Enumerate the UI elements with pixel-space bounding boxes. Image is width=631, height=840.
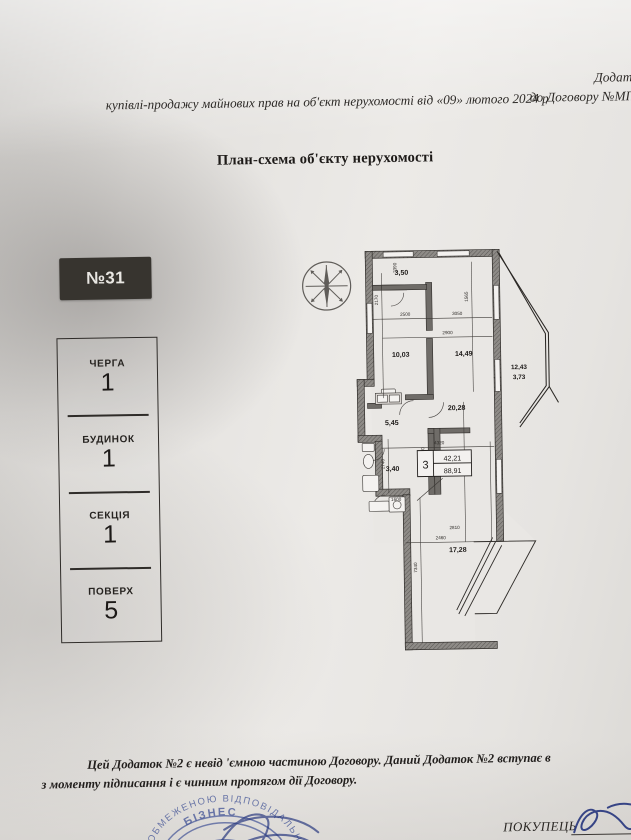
plan-kitchen-units <box>375 392 402 405</box>
room-area-hall-upper: 3,50 <box>395 270 409 277</box>
plan-balcony-outline <box>496 251 559 428</box>
page-title: План-схема об'єкту нерухомості <box>216 149 434 169</box>
apartment-number-badge: №31 <box>59 256 152 301</box>
room-area-living-room: 20,28 <box>448 405 466 412</box>
info-row-cherga: ЧЕРГА 1 <box>57 338 157 416</box>
plan-room-area-labels: 3,50 10,03 14,49 20,28 5,45 3,40 17,28 <box>385 270 473 554</box>
summary-room-count: 3 <box>422 459 428 471</box>
plan-balcony-labels: 12,43 3,73 <box>511 364 528 381</box>
svg-text:4320: 4320 <box>434 440 445 445</box>
info-value: 5 <box>104 596 119 625</box>
plan-summary-box: 3 42,21 88,91 <box>416 449 473 501</box>
info-row-budynok: БУДИНОК 1 <box>59 414 159 492</box>
info-row-poverkh: ПОВЕРХ 5 <box>61 566 161 644</box>
info-value: 1 <box>101 444 116 473</box>
svg-text:2740: 2740 <box>380 458 385 469</box>
room-area-bedroom-left: 10,03 <box>392 352 410 359</box>
balcony-area: 12,43 <box>511 364 528 371</box>
header-subject-line: купівлі-продажу майнових прав на об'єкт … <box>105 90 549 113</box>
plan-window-openings <box>366 250 503 494</box>
buyer-label: ПОКУПЕЦЬ <box>503 818 577 835</box>
svg-text:2500: 2500 <box>400 312 411 317</box>
svg-text:2170: 2170 <box>374 295 379 306</box>
room-area-bathroom: 5,45 <box>385 420 399 427</box>
room-area-kitchen: 17,28 <box>449 547 467 554</box>
room-area-wc: 3,40 <box>386 466 400 473</box>
info-value: 1 <box>102 520 118 549</box>
svg-text:2810: 2810 <box>449 525 460 530</box>
svg-text:1565: 1565 <box>464 291 469 302</box>
floor-plan-drawing: 2500 3050 2900 4320 2460 2810 1600 2170 … <box>341 240 578 664</box>
svg-text:2900: 2900 <box>442 330 453 335</box>
info-row-sektsiya: СЕКЦІЯ 1 <box>60 490 160 568</box>
info-value: 1 <box>100 367 115 397</box>
room-area-bedroom-right: 14,49 <box>455 351 473 358</box>
summary-living-area: 42,21 <box>444 455 462 462</box>
svg-text:3050: 3050 <box>452 311 463 316</box>
compass-rose-icon <box>302 261 352 311</box>
svg-text:7340: 7340 <box>413 562 418 573</box>
apartment-info-panel: ЧЕРГА 1 БУДИНОК 1 СЕКЦІЯ 1 ПОВЕРХ 5 <box>56 336 163 644</box>
svg-text:2390: 2390 <box>392 262 397 273</box>
svg-text:1600: 1600 <box>391 497 402 502</box>
document-page: Додаток до Договору №МП/3 купівлі-продаж… <box>7 11 631 840</box>
apartment-number-label: №31 <box>85 268 126 288</box>
balcony-reduced-area: 3,73 <box>513 374 526 381</box>
buyer-signature-ink <box>573 802 631 834</box>
seller-signature <box>196 813 326 840</box>
summary-total-area: 88,91 <box>444 468 462 475</box>
svg-text:2460: 2460 <box>436 535 447 540</box>
plan-dimension-lines <box>373 261 496 643</box>
